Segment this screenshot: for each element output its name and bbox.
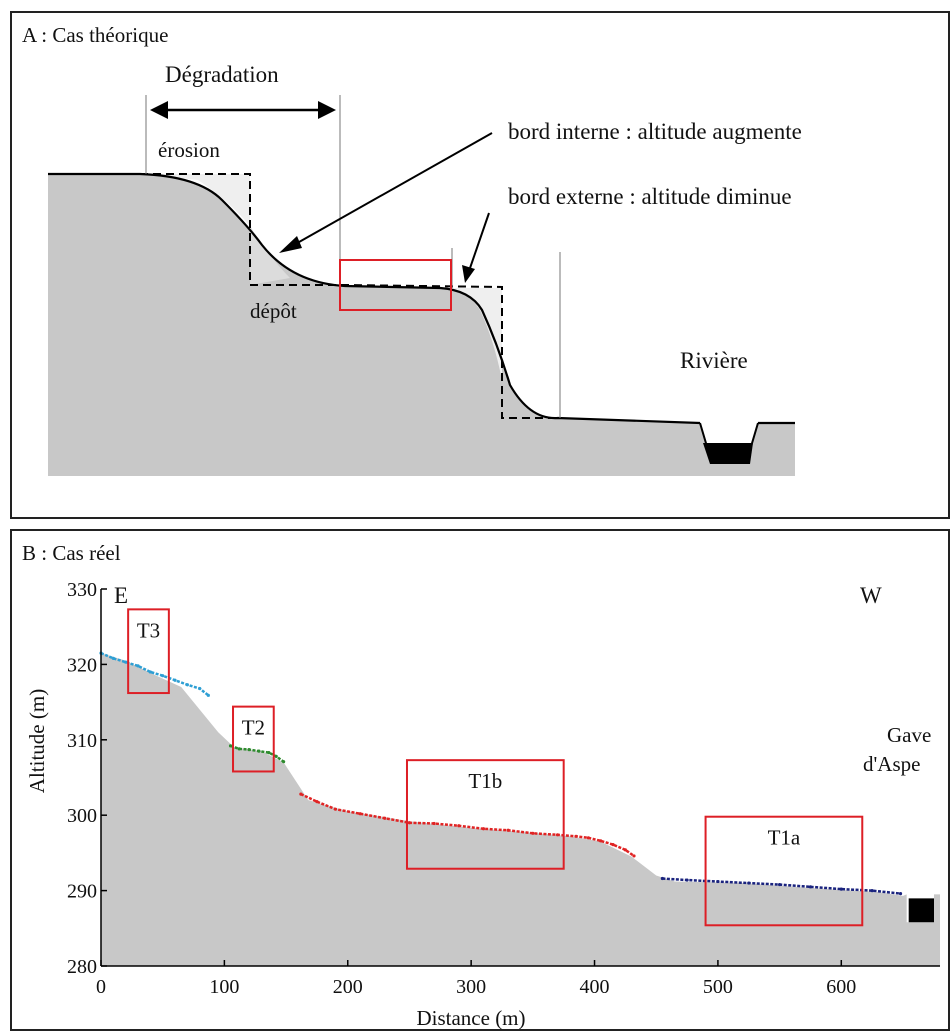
zone-t2-label: T2 — [242, 716, 265, 740]
erosion-label: érosion — [158, 138, 220, 162]
series-t1b-point — [574, 834, 578, 838]
series-t1b-point — [315, 800, 319, 804]
series-t1a-point — [716, 879, 720, 884]
erosion-zone — [145, 174, 250, 226]
series-t1b-point — [333, 807, 338, 811]
series-t1b-point — [481, 827, 486, 831]
panel-b-title: B : Cas réel — [22, 541, 121, 565]
river-label: Rivière — [680, 348, 748, 373]
degradation-label: Dégradation — [165, 62, 279, 87]
zone-t1a-box — [704, 815, 864, 927]
series-t3-point — [136, 664, 140, 668]
y-tick-label: 280 — [67, 956, 97, 978]
x-tick-label: 100 — [209, 976, 239, 998]
gave-label-line1: Gave — [887, 723, 931, 747]
series-t2-point — [274, 754, 278, 758]
series-t1b-point — [506, 828, 510, 832]
x-tick-label: 300 — [456, 976, 486, 998]
series-t1a-point — [839, 887, 843, 891]
outer-edge-arrowhead — [462, 265, 475, 283]
y-tick-label: 330 — [67, 579, 97, 601]
deposit-label: dépôt — [250, 299, 297, 323]
x-tick-label: 0 — [96, 976, 106, 998]
x-tick-label: 400 — [580, 976, 610, 998]
series-t1b-point — [383, 816, 387, 820]
series-t3-point — [124, 660, 128, 664]
series-t1b-point — [407, 821, 412, 825]
series-t3-point — [148, 670, 152, 674]
series-t1b-point — [432, 821, 436, 826]
x-tick-label: 600 — [826, 976, 856, 998]
inner-edge-arrowhead — [279, 236, 302, 253]
zone-t3-label: T3 — [137, 618, 160, 642]
series-t2-point — [228, 744, 233, 748]
series-t1a-point — [778, 882, 782, 887]
outer-edge-arrow — [468, 212, 490, 272]
highlight-box — [339, 259, 452, 311]
series-t1b-point — [623, 848, 627, 852]
gave-label-line2: d'Aspe — [863, 752, 920, 776]
series-t3-point — [198, 686, 202, 691]
series-t1a-point — [747, 881, 751, 885]
y-tick-label: 310 — [67, 730, 97, 752]
series-t1b-point — [611, 843, 615, 847]
series-t2-point — [267, 751, 271, 755]
panel-a-title: A : Cas théorique — [22, 23, 168, 47]
terrain-profile-area — [101, 653, 940, 966]
series-t1b-point — [632, 854, 636, 858]
zone-t1a-label: T1a — [768, 826, 801, 850]
zone-t1b-label: T1b — [468, 769, 502, 793]
series-t1b-point — [586, 836, 590, 840]
series-t1a-point — [685, 878, 689, 882]
zone-t1b-box — [405, 759, 565, 870]
series-t1a-point — [660, 876, 664, 881]
gave-river-channel — [908, 898, 934, 923]
series-t2-point — [257, 749, 261, 753]
series-t1a-point — [808, 885, 813, 889]
theoretical-ground — [48, 174, 795, 476]
zone-t3-box — [127, 608, 170, 695]
ticks-layer: 0 100 200 300 400 500 600 280 290 300 310 320 330 — [67, 579, 856, 998]
y-tick-label: 300 — [67, 805, 97, 827]
series-t3-point — [173, 678, 177, 682]
series-t1b-point — [457, 824, 461, 828]
inner-edge-label: bord interne : altitude augmente — [508, 119, 802, 144]
series-t3-point — [185, 683, 189, 687]
series-t3-point — [111, 656, 115, 660]
x-tick-label: 200 — [333, 976, 363, 998]
series-t1a-point — [870, 889, 874, 893]
series-t1b-point — [555, 833, 560, 837]
outer-erosion-zone — [452, 288, 502, 380]
arrow-head-left — [150, 101, 168, 119]
series-t1b-point — [531, 831, 535, 835]
series-t1b-line — [300, 792, 635, 857]
series-t2-point — [282, 760, 286, 764]
series-t2-point — [237, 747, 241, 751]
series-t1b-point — [599, 839, 603, 843]
series-t2-point — [247, 748, 251, 752]
series-t1a-point — [898, 892, 903, 896]
east-label: E — [114, 583, 128, 608]
y-tick-label: 290 — [67, 881, 97, 903]
series-t3-line — [100, 651, 210, 697]
series-t3-point — [161, 674, 165, 678]
outer-edge-label: bord externe : altitude diminue — [508, 184, 792, 209]
current-profile-line — [48, 172, 701, 425]
y-tick-label: 320 — [67, 654, 97, 676]
inner-edge-arrow — [291, 132, 493, 247]
theoretical-river-channel — [703, 443, 753, 464]
zone-t2-box — [232, 705, 275, 773]
x-axis-label: Distance (m) — [416, 1006, 525, 1030]
series-t1b-point — [358, 812, 362, 816]
y-axis-label: Altitude (m) — [25, 689, 49, 793]
series-t3-point — [206, 693, 210, 697]
west-label: W — [860, 583, 882, 608]
series-t1b-point — [299, 792, 303, 796]
arrow-head-right — [318, 101, 336, 119]
river-banks — [699, 422, 759, 451]
x-tick-label: 500 — [703, 976, 733, 998]
